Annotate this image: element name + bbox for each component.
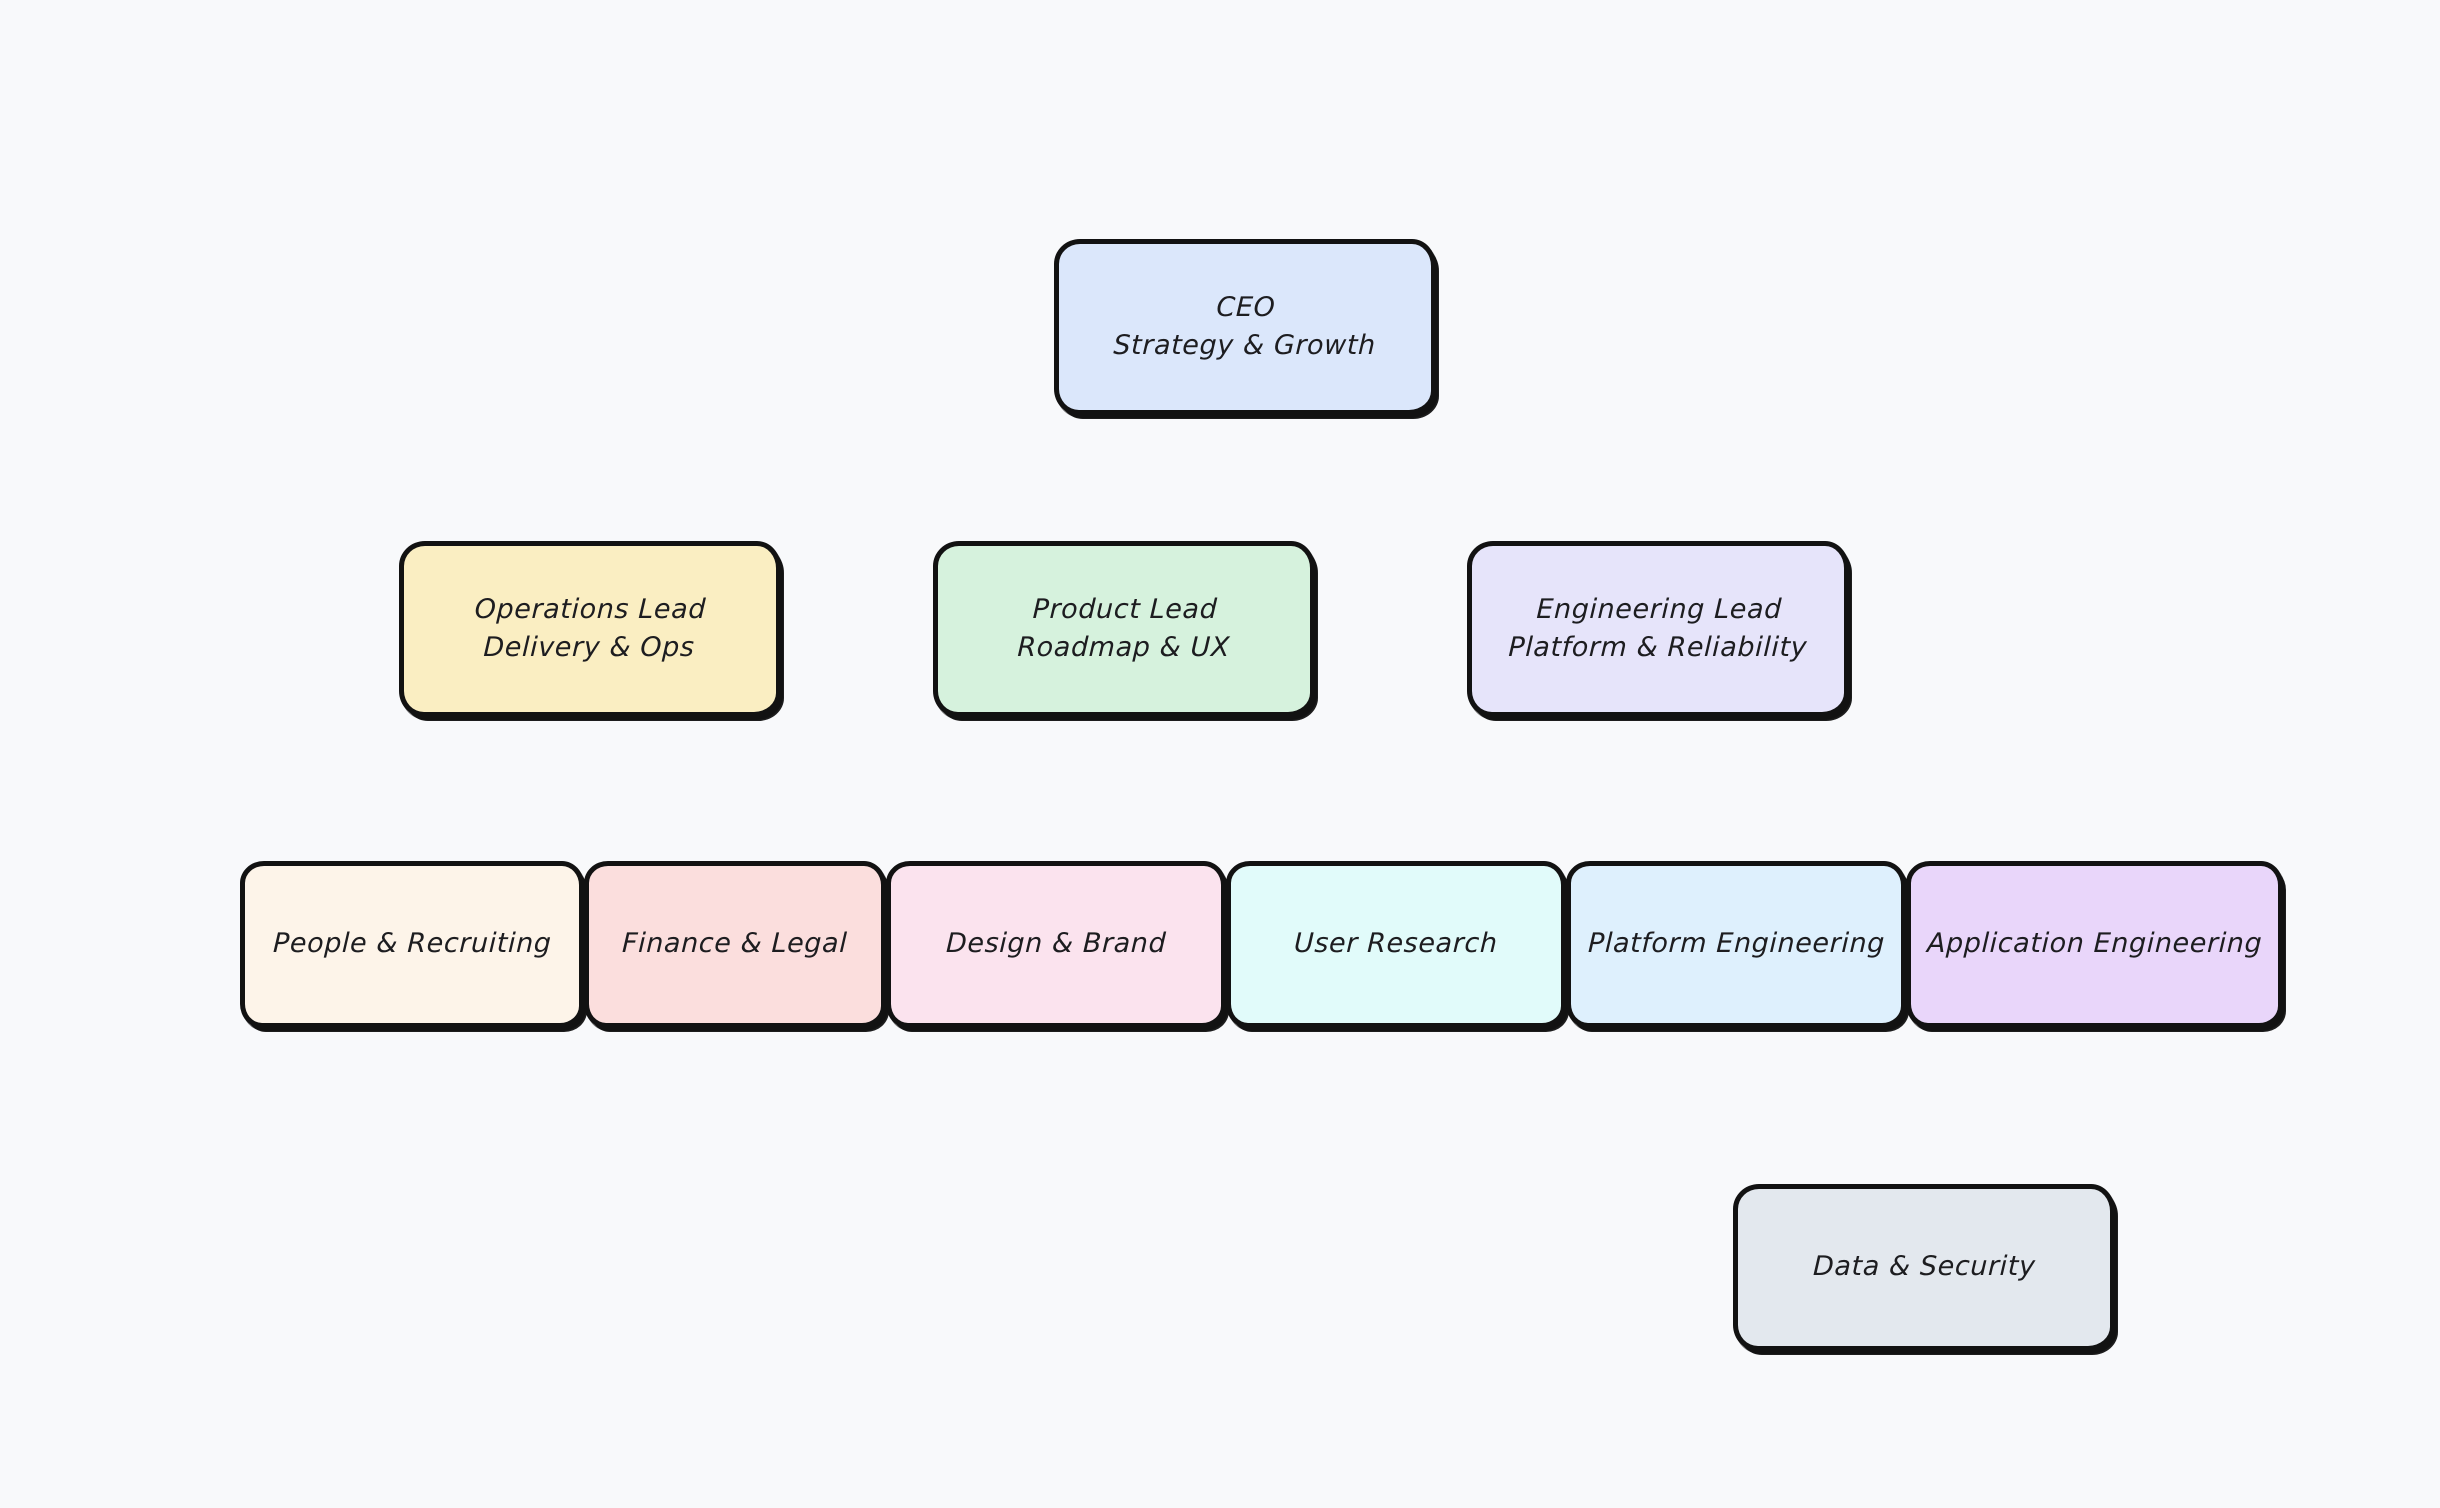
node-application-engineering[interactable]: Application Engineering: [1906, 861, 2283, 1028]
node-label-line1: User Research: [1293, 928, 1499, 960]
node-label-design-and-brand: Design & Brand: [945, 925, 1167, 963]
node-design-and-brand[interactable]: Design & Brand: [886, 861, 1226, 1028]
node-label-people-and-recruiting: People & Recruiting: [272, 925, 552, 963]
node-ceo[interactable]: CEO Strategy & Growth: [1054, 239, 1436, 415]
node-label-line1: Design & Brand: [945, 928, 1167, 960]
node-label-data-and-security: Data & Security: [1812, 1248, 2036, 1286]
node-label-line2: Platform & Reliability: [1507, 632, 1808, 663]
node-label-ceo: CEO Strategy & Growth: [1112, 289, 1377, 366]
node-label-line1: Engineering Lead: [1535, 593, 1782, 625]
node-label-line2: Delivery & Ops: [483, 632, 696, 663]
node-label-line1: Application Engineering: [1926, 928, 2263, 960]
node-label-line1: Operations Lead: [474, 593, 707, 625]
node-label-application-engineering: Application Engineering: [1926, 925, 2263, 963]
node-label-line1: Platform Engineering: [1587, 928, 1886, 960]
node-user-research[interactable]: User Research: [1226, 861, 1566, 1028]
node-label-line2: Roadmap & UX: [1016, 632, 1231, 663]
node-finance-and-legal[interactable]: Finance & Legal: [584, 861, 886, 1028]
node-people-and-recruiting[interactable]: People & Recruiting: [240, 861, 584, 1028]
node-label-line2: Strategy & Growth: [1112, 330, 1377, 361]
node-platform-engineering[interactable]: Platform Engineering: [1566, 861, 1906, 1028]
node-data-and-security[interactable]: Data & Security: [1733, 1184, 2115, 1351]
node-label-platform-engineering: Platform Engineering: [1587, 925, 1885, 963]
node-label-line1: Data & Security: [1812, 1251, 2036, 1283]
node-label-finance-and-legal: Finance & Legal: [622, 925, 849, 963]
node-label-line1: Product Lead: [1031, 593, 1218, 625]
node-label-line1: Finance & Legal: [621, 928, 849, 960]
node-label-line1: CEO: [1215, 291, 1276, 323]
node-label-user-research: User Research: [1294, 925, 1499, 963]
node-label-line1: People & Recruiting: [272, 928, 552, 960]
